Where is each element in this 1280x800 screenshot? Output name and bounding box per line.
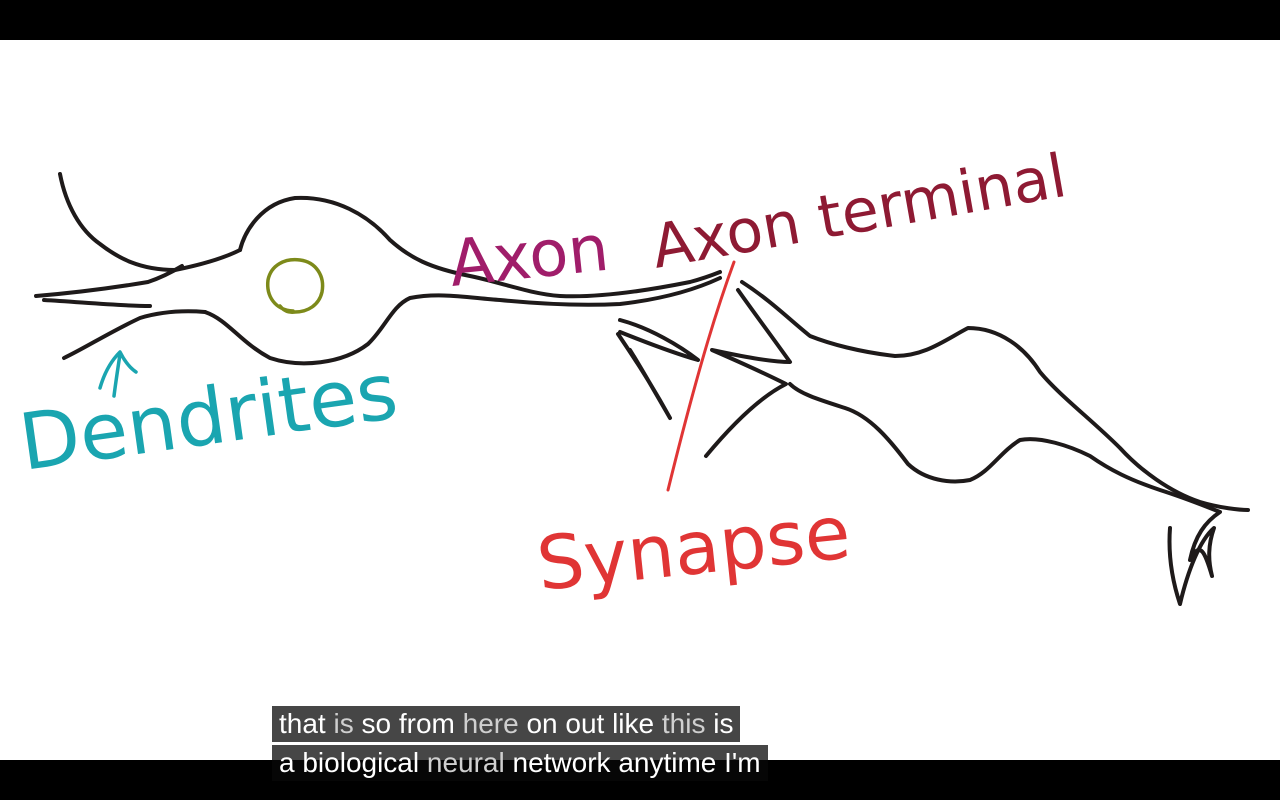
- dendrite-branch-left-mid: [42, 298, 152, 308]
- dendrite-branch-left-top: [34, 264, 184, 298]
- caption-word: on out like: [526, 708, 662, 739]
- caption-line-2: a biological neural network anytime I'm: [272, 745, 768, 781]
- dendrites-arrow-icon: [98, 350, 138, 398]
- second-neuron-mid-dendrite: [704, 288, 792, 458]
- caption-word: here: [462, 708, 527, 739]
- synapse-text: Synapse: [533, 490, 854, 608]
- first-neuron: [34, 172, 722, 420]
- nucleus: [266, 257, 325, 314]
- caption-word: this: [661, 708, 714, 739]
- caption-word: is: [713, 708, 734, 739]
- cell-body-bottom: [203, 276, 722, 366]
- dendrite-branch-lower: [62, 309, 207, 360]
- nucleus-circle: [266, 257, 325, 314]
- second-neuron: [704, 280, 1250, 606]
- caption-line-1: that is so from here on out like this is: [272, 706, 741, 742]
- synapse-label: Synapse: [533, 260, 854, 608]
- second-neuron-bottom-body: [788, 382, 1222, 606]
- closed-captions: that is so from here on out like this is…: [272, 706, 872, 784]
- axon-terminal-label: Axon terminal: [646, 141, 1071, 283]
- axon-terminal-branch-1: [618, 318, 700, 362]
- synapse-pointer-line: [666, 260, 736, 492]
- dendrites-label: Dendrites: [14, 347, 403, 489]
- whiteboard-canvas: Dendrites Axon Axon terminal Synapse: [0, 40, 1280, 760]
- dendrites-text: Dendrites: [14, 347, 403, 489]
- caption-word: that: [279, 708, 334, 739]
- axon-text: Axon: [446, 212, 612, 302]
- caption-word: network anytime I'm: [512, 747, 761, 778]
- dendrite-branch-upper: [58, 172, 242, 272]
- axon-label: Axon: [446, 212, 612, 302]
- second-neuron-top-dendrite: [740, 280, 1250, 512]
- neuron-diagram: Dendrites Axon Axon terminal Synapse: [14, 141, 1250, 608]
- caption-word: is: [333, 708, 362, 739]
- cell-body-top: [238, 195, 722, 299]
- axon-terminal-branch-2: [616, 332, 672, 420]
- caption-word: a biological: [279, 747, 427, 778]
- axon-terminal-text: Axon terminal: [646, 141, 1071, 283]
- caption-word: so from: [361, 708, 463, 739]
- caption-word: neural: [426, 747, 513, 778]
